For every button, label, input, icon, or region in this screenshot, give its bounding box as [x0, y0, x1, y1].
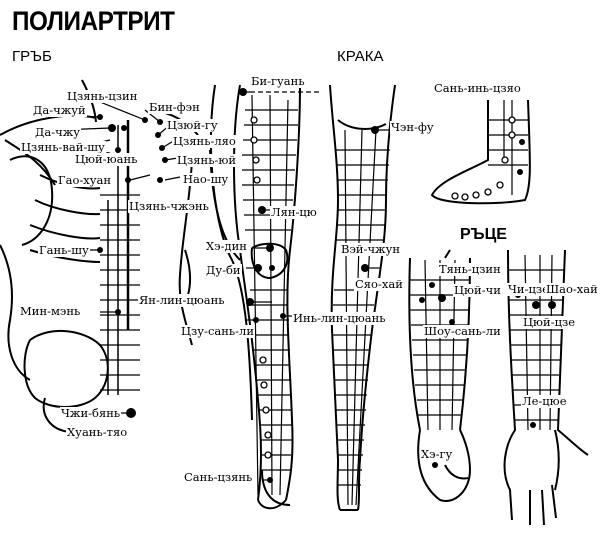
arm-left-figure [408, 249, 472, 502]
point-gao-huan: Гао-хуан [57, 173, 113, 187]
foot-figure [430, 99, 531, 205]
point-da-chzhuy: Да-чжуй [32, 103, 87, 117]
point-min-men: Мин-мэнь [19, 304, 82, 318]
point-chzhi-byan: Чжи-бянь [60, 406, 122, 420]
section-arms-heading: РЪЦЕ [460, 226, 507, 243]
point-tsyuy-tsze: Цюй-цзе [522, 315, 577, 329]
section-back-heading: ГРЪБ [12, 48, 52, 65]
point-bi-guan: Би-гуань [250, 74, 306, 88]
legs-front-figure [209, 84, 320, 510]
point-yan-lin-tsyuan: Ян-лин-цюань [138, 293, 226, 307]
point-tsyuy-chi: Цюй-чи [453, 283, 502, 297]
point-san-tsyan: Сань-цзянь [183, 470, 254, 484]
point-dzu-san-li: Цзу-сань-ли [180, 324, 256, 338]
point-dzyan-yuy: Цзянь-юй [176, 153, 238, 167]
point-dzyan-lyao: Цзянь-ляо [172, 134, 237, 148]
point-san-in-tszyao: Сань-инь-цзяо [433, 81, 522, 95]
point-dzyan-chzhen: Цзянь-чжэнь [128, 199, 210, 213]
point-vey-chzhun: Вэй-чжун [340, 242, 402, 256]
point-huan-tyao: Хуань-тяо [66, 425, 129, 439]
point-syao-hay: Сяо-хай [354, 277, 404, 291]
point-da-chzhu: Да-чжу [34, 125, 82, 139]
point-dzyan-vay-shu: Цзянь-вай-шу [20, 140, 106, 154]
point-chi-tsze: Чи-цзе [507, 282, 550, 296]
point-shou-san-li: Шоу-сань-ли [423, 324, 502, 338]
page-title: ПОЛИАРТРИТ [12, 6, 175, 36]
point-bin-fen: Бин-фэн [148, 100, 201, 114]
point-tyan-tszin: Тянь-цзин [438, 262, 502, 276]
point-gan-shu: Гань-шу [38, 243, 90, 257]
point-lyan-tsyu: Лян-цю [270, 205, 318, 219]
point-nao-gu: Цзюй-гу [166, 118, 219, 132]
point-le-tsyue: Ле-цюе [521, 394, 568, 408]
point-du-bi: Ду-би [205, 263, 242, 277]
section-legs-heading: КРАКА [337, 48, 384, 65]
point-he-gu: Хэ-гу [420, 447, 454, 461]
point-in-lin-tsyuan: Инь-лин-цюань [292, 311, 387, 325]
back-figure [0, 79, 199, 433]
point-shao-hay: Шао-хай [545, 282, 599, 296]
point-nao-shu: Нао-шу [182, 172, 230, 186]
point-chen-fu: Чэн-фу [390, 120, 435, 134]
point-tsyuy-yuan: Цюй-юань [74, 152, 139, 166]
legs-back-figure [329, 84, 405, 511]
point-dzyan-dzin: Цзянь-цзин [66, 89, 139, 103]
point-he-din: Хэ-дин [205, 239, 248, 253]
